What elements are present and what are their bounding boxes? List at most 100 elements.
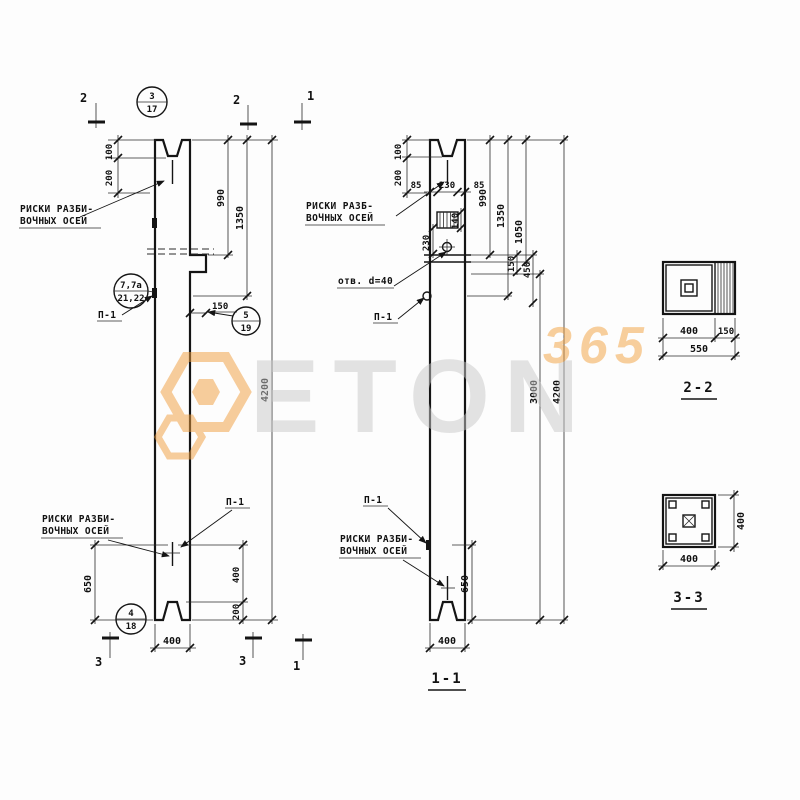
axis-label-line2: ВОЧНЫХ ОСЕЙ	[340, 545, 407, 557]
dimension-ticks	[90, 135, 277, 653]
cut-marker-2: 2	[233, 93, 240, 107]
extension-lines	[662, 494, 739, 570]
dim-990: 990	[216, 189, 227, 207]
dimension-ticks	[402, 135, 569, 653]
axis-label-line2: ВОЧНЫХ ОСЕЙ	[42, 525, 109, 537]
axis-label-line1: РИСКИ РАЗБИ-	[340, 534, 413, 545]
embed-plate-hatched	[436, 211, 459, 229]
section-3-3: 400 400 3-3	[658, 490, 747, 610]
callout-bottom: 19	[241, 324, 252, 334]
dim-400v: 400	[232, 567, 242, 583]
dim-1050: 1050	[514, 220, 525, 244]
dim-650: 650	[460, 575, 471, 593]
dimension-lines	[658, 490, 735, 567]
leader	[180, 509, 233, 548]
dimension-lines	[94, 135, 273, 649]
hole-outer	[680, 279, 698, 297]
hole-d40	[439, 239, 455, 255]
dim-400-right: 400	[736, 512, 747, 530]
cut-marker-2: 2	[80, 91, 87, 105]
watermark: ETON 365	[153, 317, 651, 460]
dim-230t: 230	[439, 181, 455, 191]
dim-1350: 1350	[235, 206, 246, 230]
section-inner	[665, 264, 713, 312]
section-outline	[661, 260, 737, 316]
watermark-brand-text: ETON	[250, 339, 593, 455]
cut-marker-1: 1	[307, 89, 314, 103]
dim-1350: 1350	[496, 204, 507, 228]
cut-marker-3: 3	[95, 655, 102, 669]
brand-logo-icon	[153, 352, 252, 460]
dimension-ticks	[658, 333, 740, 361]
dim-140v: 140	[451, 213, 461, 229]
leader	[395, 181, 445, 217]
cut-marker-3: 3	[239, 654, 246, 668]
leader	[121, 295, 153, 316]
leader	[387, 507, 427, 544]
dimension-ticks	[658, 490, 739, 571]
extension-lines	[402, 139, 568, 652]
console-hatch	[717, 263, 734, 313]
p1-label: П-1	[226, 497, 244, 508]
dim-3000: 3000	[529, 380, 540, 404]
hole-label: отв. d=40	[338, 276, 393, 287]
callout-77a-2122: 7,7а 21,22	[113, 273, 154, 309]
view-title-1-1: 1-1	[431, 671, 462, 687]
dim-200v: 200	[232, 604, 242, 620]
dim-230v: 230	[422, 235, 432, 251]
p1-label: П-1	[374, 312, 392, 323]
callout-bottom: 21,22	[117, 294, 144, 304]
view-title-3-3: 3-3	[673, 590, 704, 606]
hole-inner	[684, 283, 694, 293]
axis-label-line1: РИСКИ РАЗБИ-	[42, 514, 115, 525]
leader	[79, 180, 165, 218]
left-elevation: 100 200 990 1350 4200 150 650 400 200 40…	[19, 86, 278, 653]
section-2-2: 400 150 550 2-2	[658, 260, 740, 400]
dim-650: 650	[83, 575, 94, 593]
dim-200: 200	[394, 170, 404, 186]
axis-label-line2: ВОЧНЫХ ОСЕЙ	[306, 212, 373, 224]
embed-plate	[152, 288, 157, 298]
callout-top: 7,7а	[120, 281, 142, 291]
axis-label-line2: ВОЧНЫХ ОСЕЙ	[20, 215, 87, 227]
section-inner	[665, 497, 713, 545]
callout-top: 4	[128, 609, 134, 619]
dim-width-400: 400	[163, 636, 181, 647]
p1-label: П-1	[364, 495, 382, 506]
extension-lines	[90, 139, 278, 652]
axis-label-line1: РИСКИ РАЗБ-	[306, 201, 373, 212]
leader	[397, 297, 425, 320]
column-outline	[153, 138, 208, 622]
callout-top: 5	[243, 311, 248, 321]
dim-85a: 85	[411, 181, 422, 191]
p1-label: П-1	[98, 310, 116, 321]
cut-marker-1: 1	[293, 659, 300, 673]
dim-450: 450	[523, 262, 533, 278]
callout-3-17: 3 17	[136, 86, 168, 118]
dim-990: 990	[478, 189, 489, 207]
embed-plate	[426, 540, 431, 550]
watermark-number-text: 365	[543, 317, 651, 375]
section-1-1-view: 100 200 85 230 85 230 140 990 1350 1050 …	[305, 135, 569, 691]
callout-4-18: 4 18	[115, 603, 147, 635]
dim-85b: 85	[474, 181, 485, 191]
edge-fitting	[422, 291, 432, 301]
callout-bottom: 17	[147, 105, 158, 115]
column-outline	[428, 138, 467, 622]
callout-5-19: 5 19	[207, 306, 261, 336]
dim-150-console: 150	[212, 302, 228, 312]
center-core	[682, 514, 696, 528]
dimension-lines	[658, 337, 740, 357]
cut-markers: 2 2 1 3 3 1	[80, 89, 314, 673]
dim-200: 200	[105, 170, 115, 186]
embed-plate	[152, 218, 157, 228]
section-outline	[661, 493, 717, 549]
dim-100: 100	[105, 144, 115, 160]
leader	[402, 559, 445, 587]
dim-400: 400	[680, 326, 698, 337]
view-title-2-2: 2-2	[683, 380, 714, 396]
axis-label-line1: РИСКИ РАЗБИ-	[20, 204, 93, 215]
dim-550: 550	[690, 344, 708, 355]
dim-4200: 4200	[552, 380, 563, 404]
